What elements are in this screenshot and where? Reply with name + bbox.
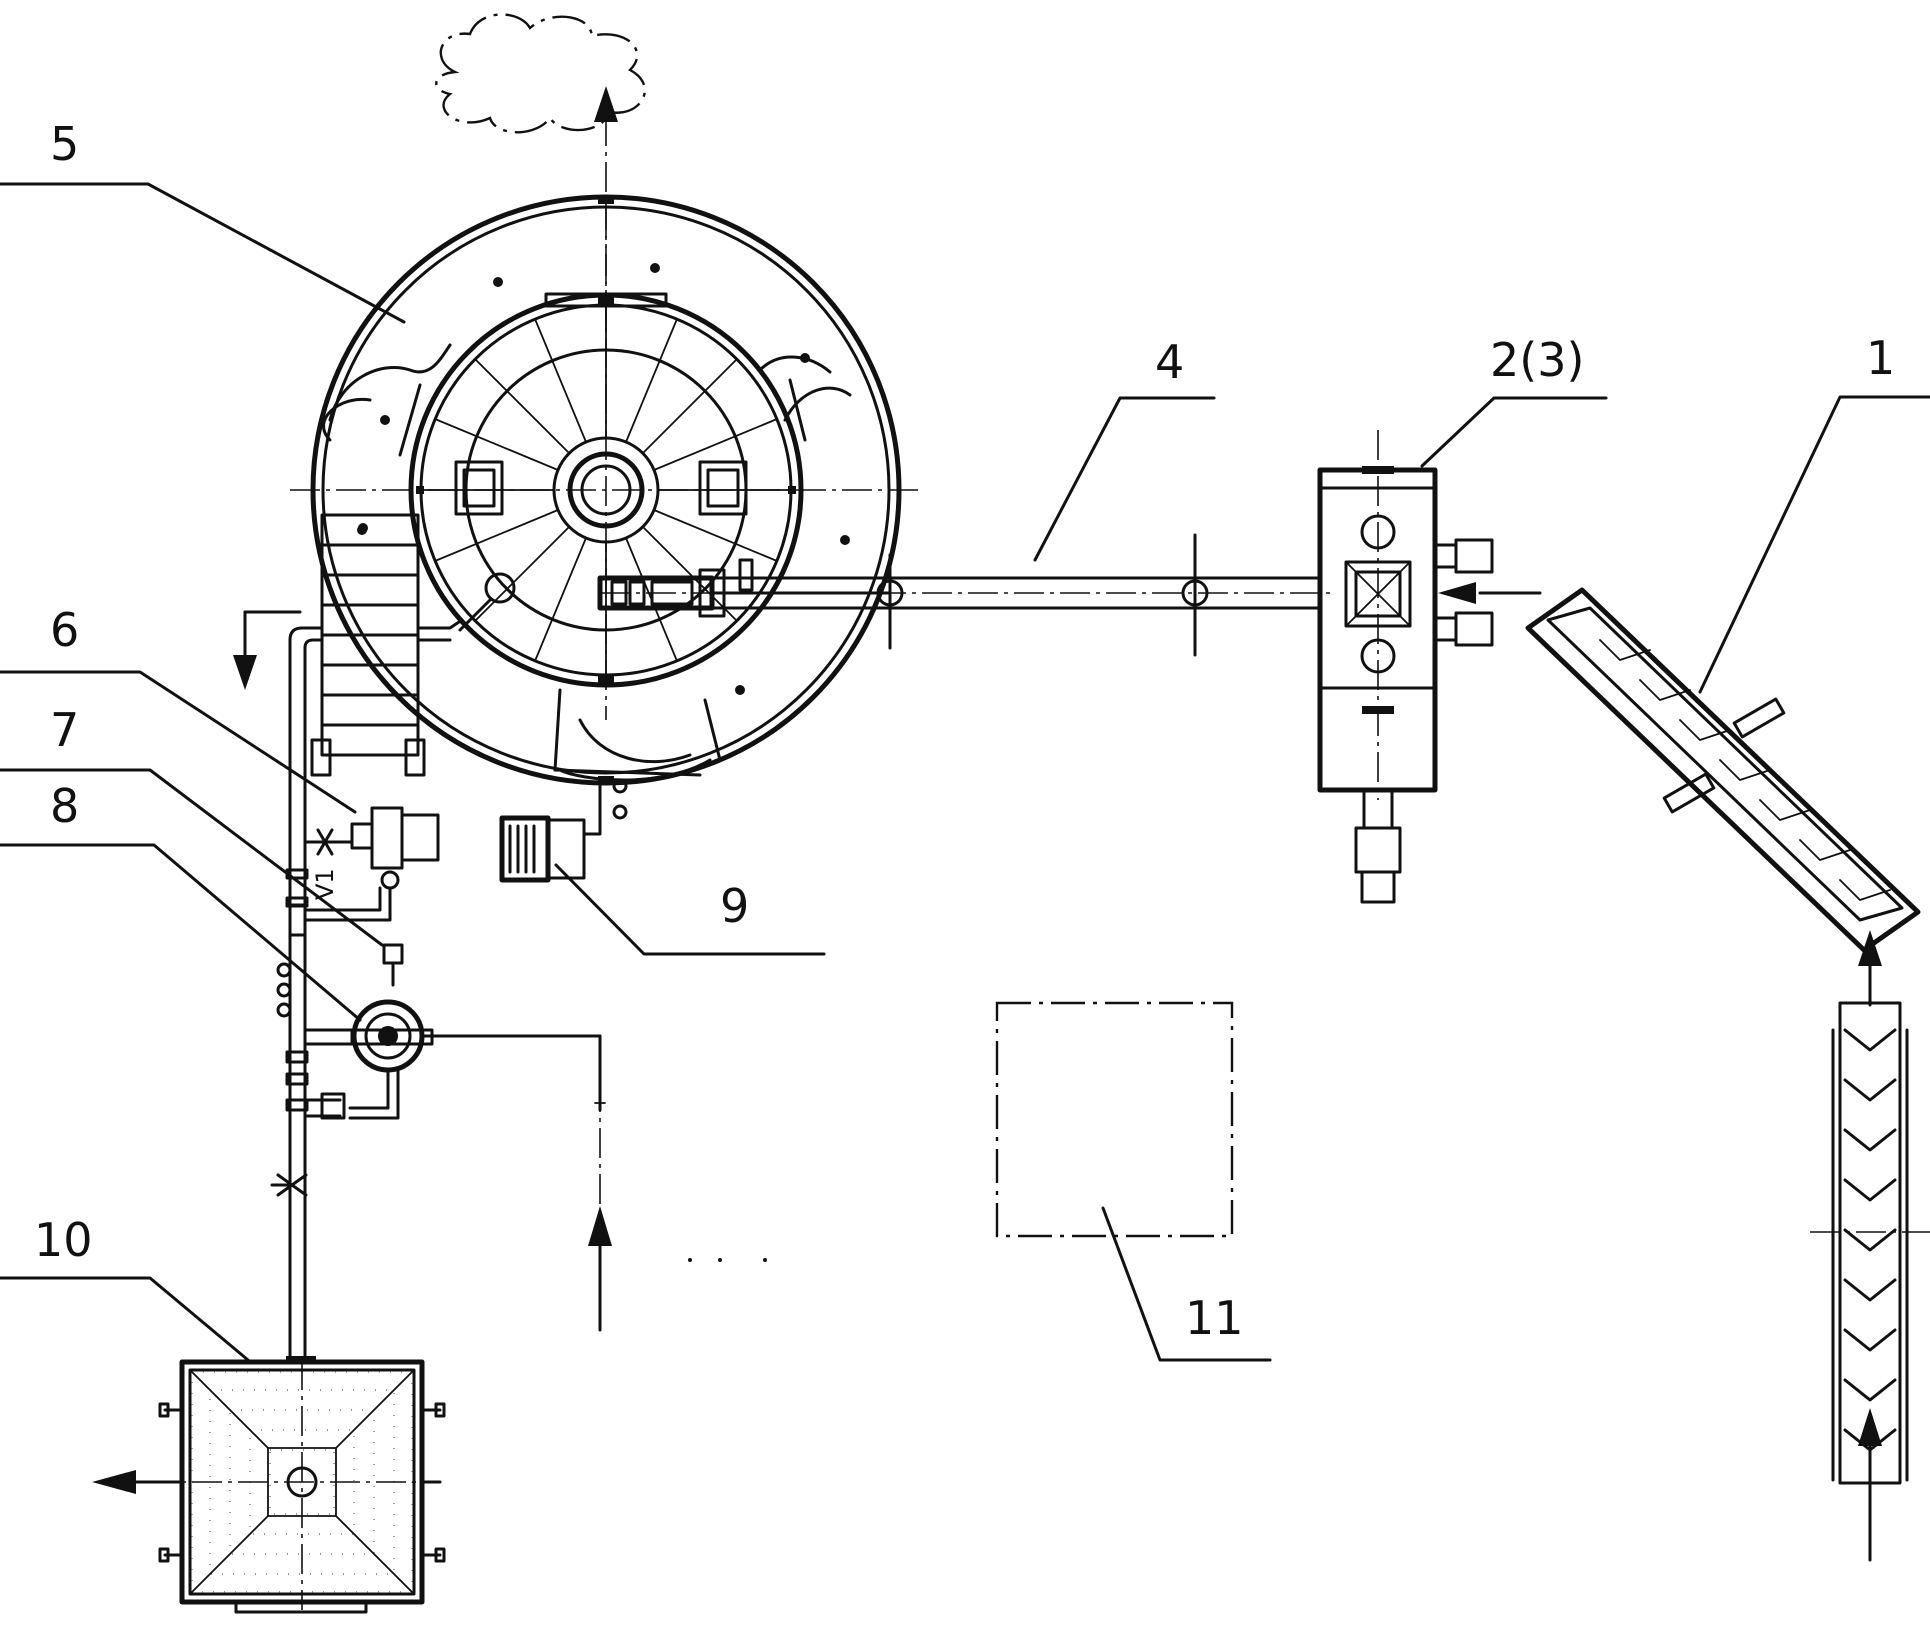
label-11: 11 [1185,1291,1244,1345]
tank-10 [100,1356,446,1614]
label-9: 9 [720,879,749,933]
label-1: 1 [1866,331,1895,385]
feeder-unit [1317,430,1542,904]
duct-flange-2 [1181,533,1209,657]
dryer-inlet-fitting [458,572,516,632]
tank-outlet-arrow [92,1470,184,1494]
feeder-motor-top [1434,538,1494,574]
dryer-centerlines [290,200,920,720]
label-5: 5 [50,117,79,171]
pump-8 [276,962,602,1120]
exhaust-cloud [435,13,647,134]
label-10: 10 [34,1213,93,1267]
duct-flange-1 [876,553,904,650]
box-11 [995,1001,1234,1238]
feed-arrow-into-feeder [1438,582,1542,604]
vertical-elevator [1810,1001,1930,1562]
label-valve-v1: V1 [311,868,339,900]
down-arrow-left [233,610,302,690]
feeder-motor-lower [1354,788,1402,904]
dryer-outer-ducts [322,343,852,782]
label-6: 6 [50,603,79,657]
label-8: 8 [50,779,79,833]
label-7: 7 [50,703,79,757]
pipe-valve [270,1173,308,1197]
screw-conveyor [1525,587,1921,953]
conveyor-lift-arrow [1858,930,1882,1007]
feeder-motor-bottom [1434,611,1494,647]
label-2-3: 2(3) [1490,333,1584,387]
labels: 5 4 2(3) 1 6 7 8 9 10 11 V1 [34,117,1895,1345]
fitting-7 [382,943,404,987]
label-4: 4 [1155,335,1184,389]
discharge-chute [310,513,426,777]
fan-unit [499,778,628,883]
leader-lines [0,182,1930,1362]
dryer-bolts [357,196,850,784]
dryer-top-plate [544,292,668,308]
return-pipe [288,618,464,1362]
pump-6 [285,806,440,937]
inlet-arrow-center [588,1036,767,1332]
dryer-unit [290,194,920,786]
dryer-inspection-windows [454,460,748,516]
